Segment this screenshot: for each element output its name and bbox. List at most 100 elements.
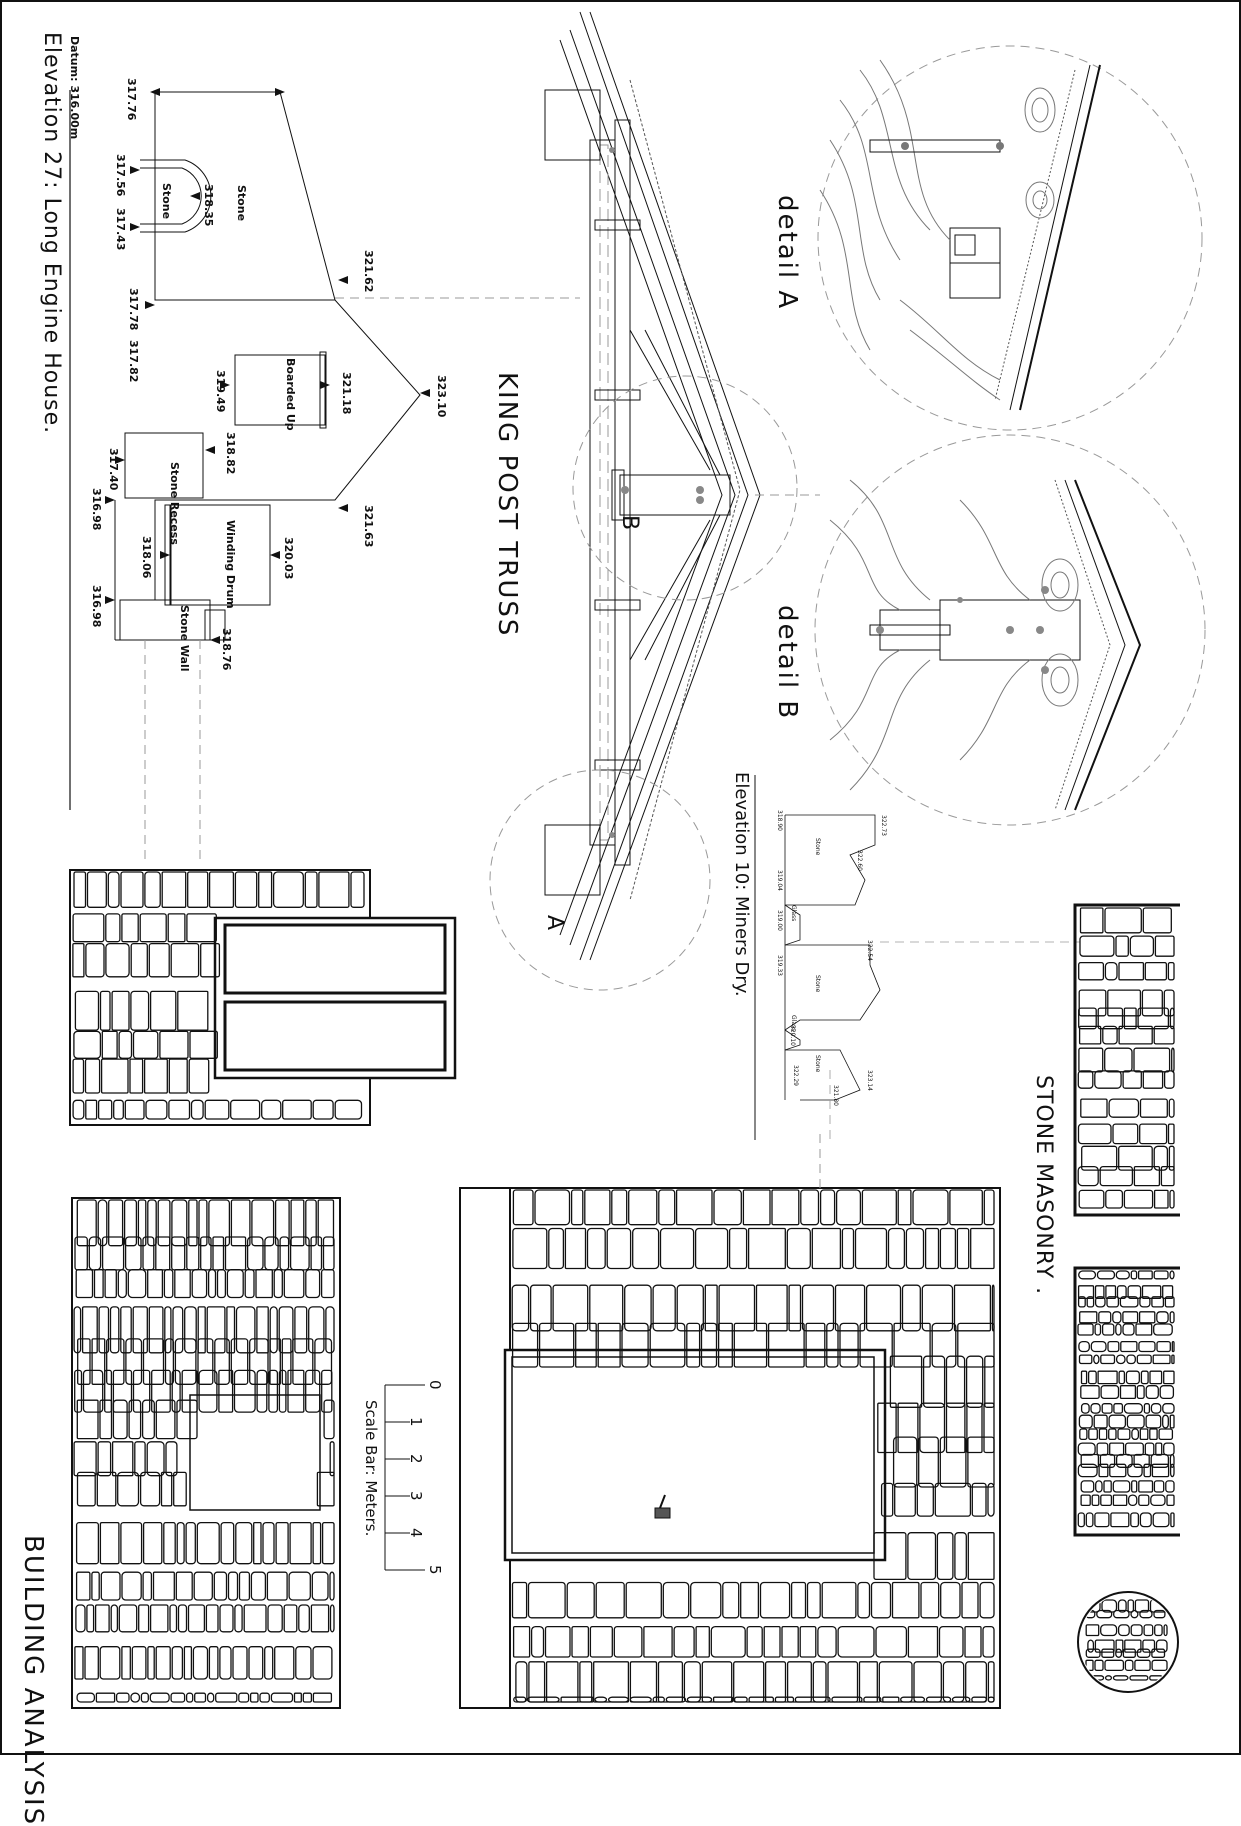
stone-block (1113, 1403, 1124, 1414)
stone-block (1139, 1428, 1149, 1441)
stone-block (1162, 1403, 1175, 1414)
masonry-title: STONE MASONRY . (1031, 1075, 1056, 1296)
stone-block (961, 1581, 979, 1619)
stone-block (1115, 935, 1129, 957)
stone-block (1163, 1070, 1175, 1089)
stone-block (1139, 1512, 1152, 1528)
stone-block (118, 1030, 133, 1059)
stone-block (1130, 1609, 1139, 1619)
stone-block (861, 1189, 897, 1226)
stone-block (1168, 1098, 1175, 1118)
stone-block (321, 1521, 335, 1565)
stone-block (177, 1604, 188, 1633)
stone-block (571, 1625, 590, 1658)
stone-block (97, 1441, 112, 1477)
stone-block (144, 871, 161, 908)
stone-block (232, 1646, 248, 1680)
stone-block (560, 1696, 594, 1703)
stone-block (1129, 1675, 1149, 1681)
material-label: Glass (790, 905, 797, 922)
stone-block (208, 871, 235, 908)
stone-block (1078, 1270, 1097, 1280)
stone-block (246, 1236, 264, 1271)
stone-block (148, 1306, 164, 1354)
stone-block (657, 1661, 684, 1703)
stone-block (322, 1236, 335, 1271)
stone-block (73, 1441, 97, 1477)
stone-block (1098, 1463, 1109, 1478)
material-label: Glass (790, 1015, 797, 1032)
stone-block (834, 1284, 866, 1332)
stone-block (892, 1436, 918, 1488)
stone-block (1163, 1624, 1168, 1637)
stone-block (197, 1338, 214, 1385)
stone-block (1078, 1025, 1102, 1045)
stone-block (1100, 1494, 1113, 1507)
stone-block (292, 1338, 314, 1385)
stone-block (304, 871, 318, 908)
stone-block (1120, 1340, 1138, 1353)
stone-block (147, 1199, 157, 1247)
stone-block (1080, 1494, 1091, 1507)
stone-block (1127, 1285, 1142, 1300)
stone-block (1131, 1428, 1140, 1441)
stone-block (1150, 1453, 1170, 1468)
stone-block (1158, 1428, 1174, 1441)
stone-block (942, 1661, 965, 1703)
stone-block (854, 1227, 888, 1270)
stone-block (266, 1571, 288, 1601)
stone-block (548, 1227, 565, 1270)
level-label: 317.76 (125, 78, 138, 121)
stone-block (112, 1399, 128, 1440)
stone-block (93, 1269, 104, 1299)
stone-block (149, 990, 177, 1031)
stone-block (1149, 1370, 1163, 1385)
scale-tick-1: 1 (407, 1417, 425, 1427)
stone-block (88, 1236, 102, 1271)
stone-block (1164, 1296, 1175, 1308)
stone-block (957, 1322, 995, 1368)
stone-block (1142, 907, 1172, 934)
stone-block (652, 1284, 676, 1332)
stone-block (183, 1646, 193, 1680)
stone-block (965, 1355, 984, 1408)
stone-block (611, 1189, 628, 1226)
stone-block (1154, 935, 1175, 957)
stone-block (1078, 989, 1107, 1017)
stone-block (1137, 1270, 1153, 1280)
stone-block (234, 871, 258, 908)
stone-block (1080, 1453, 1100, 1468)
stone-block (164, 1306, 172, 1354)
stone-block (105, 942, 130, 978)
stone-block (676, 1284, 704, 1332)
stone-block (159, 1030, 189, 1059)
stone-block (175, 1571, 193, 1601)
stone-block (1130, 1270, 1138, 1280)
scale-tick-4: 4 (407, 1528, 425, 1538)
stone-block (819, 1189, 836, 1226)
stone-block (1133, 1047, 1171, 1073)
stone-block (163, 1269, 174, 1299)
stone-block (1112, 1675, 1129, 1681)
stone-block (1112, 1494, 1128, 1507)
stone-block (101, 1030, 118, 1059)
stone-block (956, 1227, 970, 1270)
stone-block (1122, 1070, 1142, 1089)
stone-block (269, 1306, 278, 1354)
stone-block (100, 1058, 129, 1094)
material-label: Stone Recess (168, 462, 181, 545)
stone-block (1105, 1285, 1117, 1300)
stone-block (208, 1646, 219, 1680)
stone-block (1159, 1385, 1175, 1400)
stone-block (258, 871, 273, 908)
stone-block (659, 1227, 695, 1270)
stone-block (130, 1692, 141, 1703)
level-label: 322.29 (792, 1065, 799, 1086)
stone-block (1101, 1599, 1118, 1613)
stone-block (939, 1227, 957, 1270)
stone-block (204, 1099, 230, 1120)
scale-tick-0: 0 (426, 1380, 444, 1390)
stone-block (920, 1581, 940, 1619)
stone-block (270, 1692, 294, 1703)
